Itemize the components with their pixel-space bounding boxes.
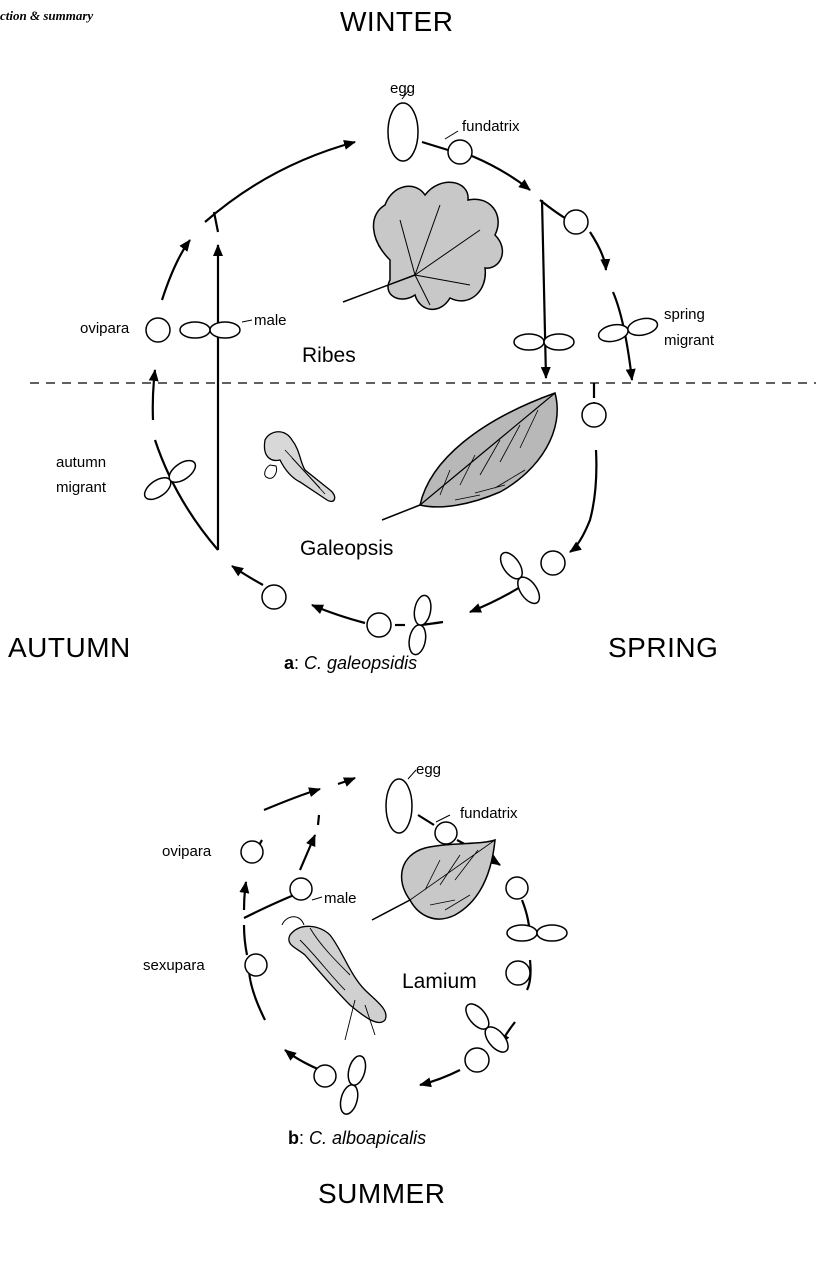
label-ovipara-b: ovipara <box>162 843 212 860</box>
label-ovipara-a: ovipara <box>80 320 130 337</box>
ribes-leaf-illustration <box>343 182 502 309</box>
lamium-flower-illustration <box>282 917 386 1040</box>
ovipara-a <box>146 318 170 342</box>
fundatrix-b <box>435 822 457 844</box>
ovipara-b <box>241 841 263 863</box>
label-spring-migrant-a: migrant <box>664 332 715 349</box>
label-fundatrix-b: fundatrix <box>460 805 518 822</box>
diagram-a: egg fundatrix ovipara male spring migran… <box>30 80 816 673</box>
caption-a-species: C. galeopsidis <box>304 653 417 673</box>
host-ribes: Ribes <box>302 344 356 367</box>
galeopsis-flower-illustration <box>264 432 334 502</box>
diagram-b: egg fundatrix ovipara male sexupara Lami… <box>143 761 567 1148</box>
label-autumn-migrant-a: migrant <box>56 479 107 496</box>
label-autumn-a: autumn <box>56 454 106 471</box>
host-galeopsis: Galeopsis <box>300 537 393 560</box>
label-male-b: male <box>324 890 357 907</box>
caption-b-species: C. alboapicalis <box>309 1128 426 1148</box>
label-fundatrix-a: fundatrix <box>462 118 520 135</box>
label-egg-b: egg <box>416 761 441 778</box>
lamium-leaf-illustration <box>372 840 495 920</box>
egg-a <box>388 103 418 161</box>
galeopsis-leaf-illustration <box>382 393 557 520</box>
host-lamium: Lamium <box>402 970 477 993</box>
fundatrix-a <box>448 140 472 164</box>
sexupara-b <box>245 954 267 976</box>
caption-b: b: C. alboapicalis <box>288 1128 426 1148</box>
caption-a: a: C. galeopsidis <box>284 653 417 673</box>
label-egg-a: egg <box>390 80 415 97</box>
label-spring-a: spring <box>664 306 705 323</box>
label-male-a: male <box>254 312 287 329</box>
label-sexupara-b: sexupara <box>143 957 205 974</box>
caption-b-letter: b <box>288 1128 299 1148</box>
egg-b <box>386 779 412 833</box>
